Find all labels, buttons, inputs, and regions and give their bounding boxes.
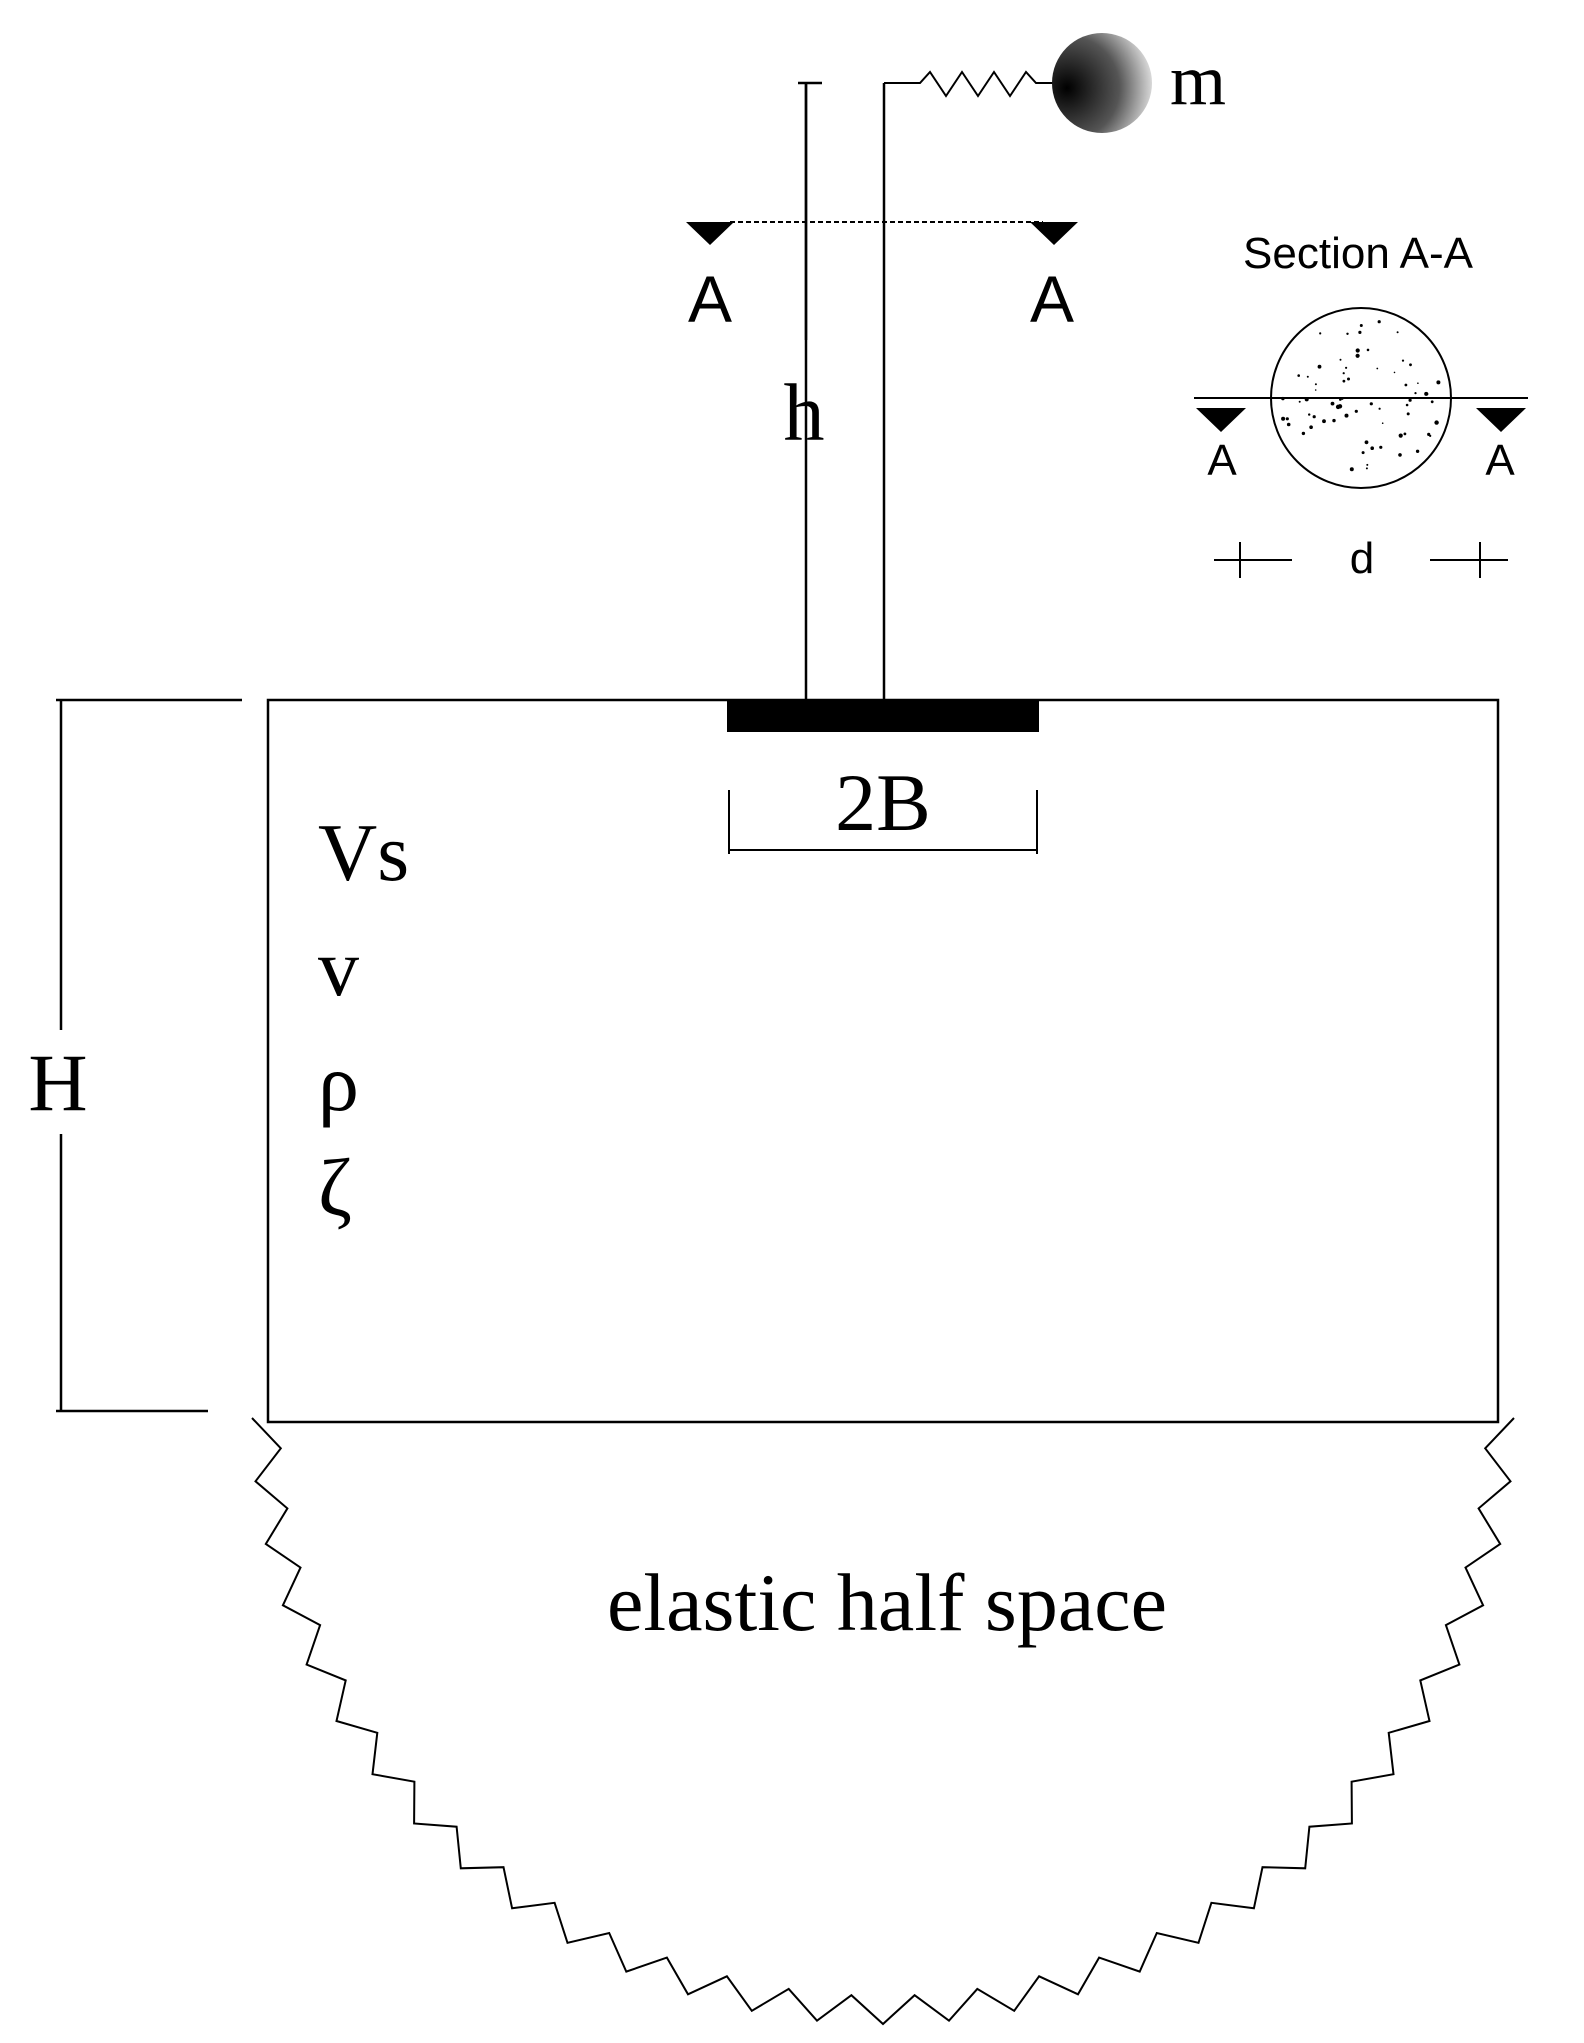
speckle-dot: [1355, 348, 1360, 353]
speckle-dot: [1393, 371, 1396, 374]
speckle-dot: [1314, 383, 1317, 386]
section-inner-arrow-right: [1476, 408, 1526, 432]
speckle-dot: [1417, 382, 1419, 385]
speckle-dot: [1415, 449, 1420, 453]
half-space-boundary: [251, 1417, 1515, 2026]
speckle-dot: [1344, 413, 1349, 418]
spring: [884, 70, 1060, 98]
foundation-width-label: 2B: [835, 757, 931, 848]
poisson-ratio-label: v: [318, 922, 359, 1013]
speckle-dot: [1298, 400, 1301, 403]
speckle-dot: [1409, 363, 1412, 367]
speckle-dot: [1345, 366, 1348, 369]
mass-label: m: [1170, 40, 1226, 120]
speckle-dot: [1401, 359, 1405, 362]
speckle-dot: [1396, 331, 1399, 334]
speckle-dot: [1349, 467, 1354, 472]
speckle-dot: [1301, 431, 1306, 436]
concrete-speckle: [1281, 320, 1441, 472]
speckle-dot: [1398, 453, 1402, 457]
speckle-dot: [1378, 407, 1381, 410]
damping-label: ζ: [318, 1142, 352, 1233]
speckle-dot: [1308, 413, 1311, 416]
diameter-label: d: [1350, 534, 1374, 583]
section-inner-marker-right: A: [1485, 436, 1515, 485]
speckle-dot: [1346, 332, 1349, 335]
speckle-dot: [1403, 432, 1407, 436]
layer-thickness-label: H: [28, 1037, 87, 1128]
section-marker-right: A: [1030, 262, 1074, 336]
section-inner-marker-left: A: [1207, 436, 1237, 485]
speckle-dot: [1430, 400, 1434, 404]
speckle-dot: [1342, 372, 1345, 375]
speckle-dot: [1337, 404, 1343, 409]
section-marker-left: A: [688, 262, 732, 336]
speckle-dot: [1347, 377, 1350, 381]
speckle-dot: [1314, 389, 1317, 391]
speckle-dot: [1297, 374, 1300, 377]
speckle-dot: [1364, 440, 1369, 445]
speckle-dot: [1285, 417, 1289, 421]
section-arrow-right: [1030, 222, 1078, 245]
speckle-dot: [1366, 348, 1370, 352]
speckle-dot: [1322, 419, 1326, 424]
speckle-dot: [1330, 401, 1335, 406]
half-space-label: elastic half space: [607, 1557, 1167, 1648]
speckle-dot: [1354, 409, 1358, 413]
speckle-dot: [1377, 320, 1381, 324]
speckle-dot: [1317, 364, 1322, 369]
section-inner-arrow-left: [1196, 408, 1246, 432]
height-label: h: [784, 367, 825, 458]
section-title: Section A-A: [1243, 229, 1474, 278]
speckle-dot: [1414, 392, 1417, 395]
speckle-dot: [1306, 375, 1309, 378]
speckle-dot: [1398, 433, 1403, 438]
speckle-dot: [1370, 446, 1374, 451]
speckle-dot: [1361, 451, 1365, 455]
speckle-dot: [1426, 393, 1429, 395]
shear-velocity-label: Vs: [318, 807, 409, 898]
speckle-dot: [1381, 422, 1384, 425]
speckle-dot: [1379, 445, 1383, 449]
section-arrow-left: [686, 222, 734, 245]
speckle-dot: [1358, 330, 1362, 334]
speckle-dot: [1339, 358, 1342, 361]
speckle-dot: [1406, 412, 1410, 416]
speckle-dot: [1365, 467, 1368, 470]
speckle-dot: [1429, 434, 1432, 437]
speckle-dot: [1405, 403, 1409, 407]
speckle-dot: [1309, 425, 1313, 430]
speckle-dot: [1359, 324, 1363, 327]
speckle-dot: [1404, 383, 1408, 387]
speckle-dot: [1434, 420, 1439, 425]
speckle-dot: [1408, 398, 1412, 402]
speckle-dot: [1369, 402, 1373, 406]
speckle-dot: [1366, 463, 1369, 466]
mass-ball: [1052, 33, 1152, 133]
speckle-dot: [1332, 418, 1336, 423]
speckle-dot: [1342, 379, 1346, 383]
speckle-dot: [1281, 416, 1286, 421]
density-label: ρ: [318, 1037, 359, 1128]
speckle-dot: [1355, 353, 1360, 358]
speckle-dot: [1376, 367, 1379, 370]
speckle-dot: [1319, 332, 1322, 335]
speckle-dot: [1286, 422, 1291, 427]
foundation-footing: [727, 700, 1039, 732]
speckle-dot: [1436, 380, 1441, 385]
speckle-dot: [1312, 415, 1316, 419]
